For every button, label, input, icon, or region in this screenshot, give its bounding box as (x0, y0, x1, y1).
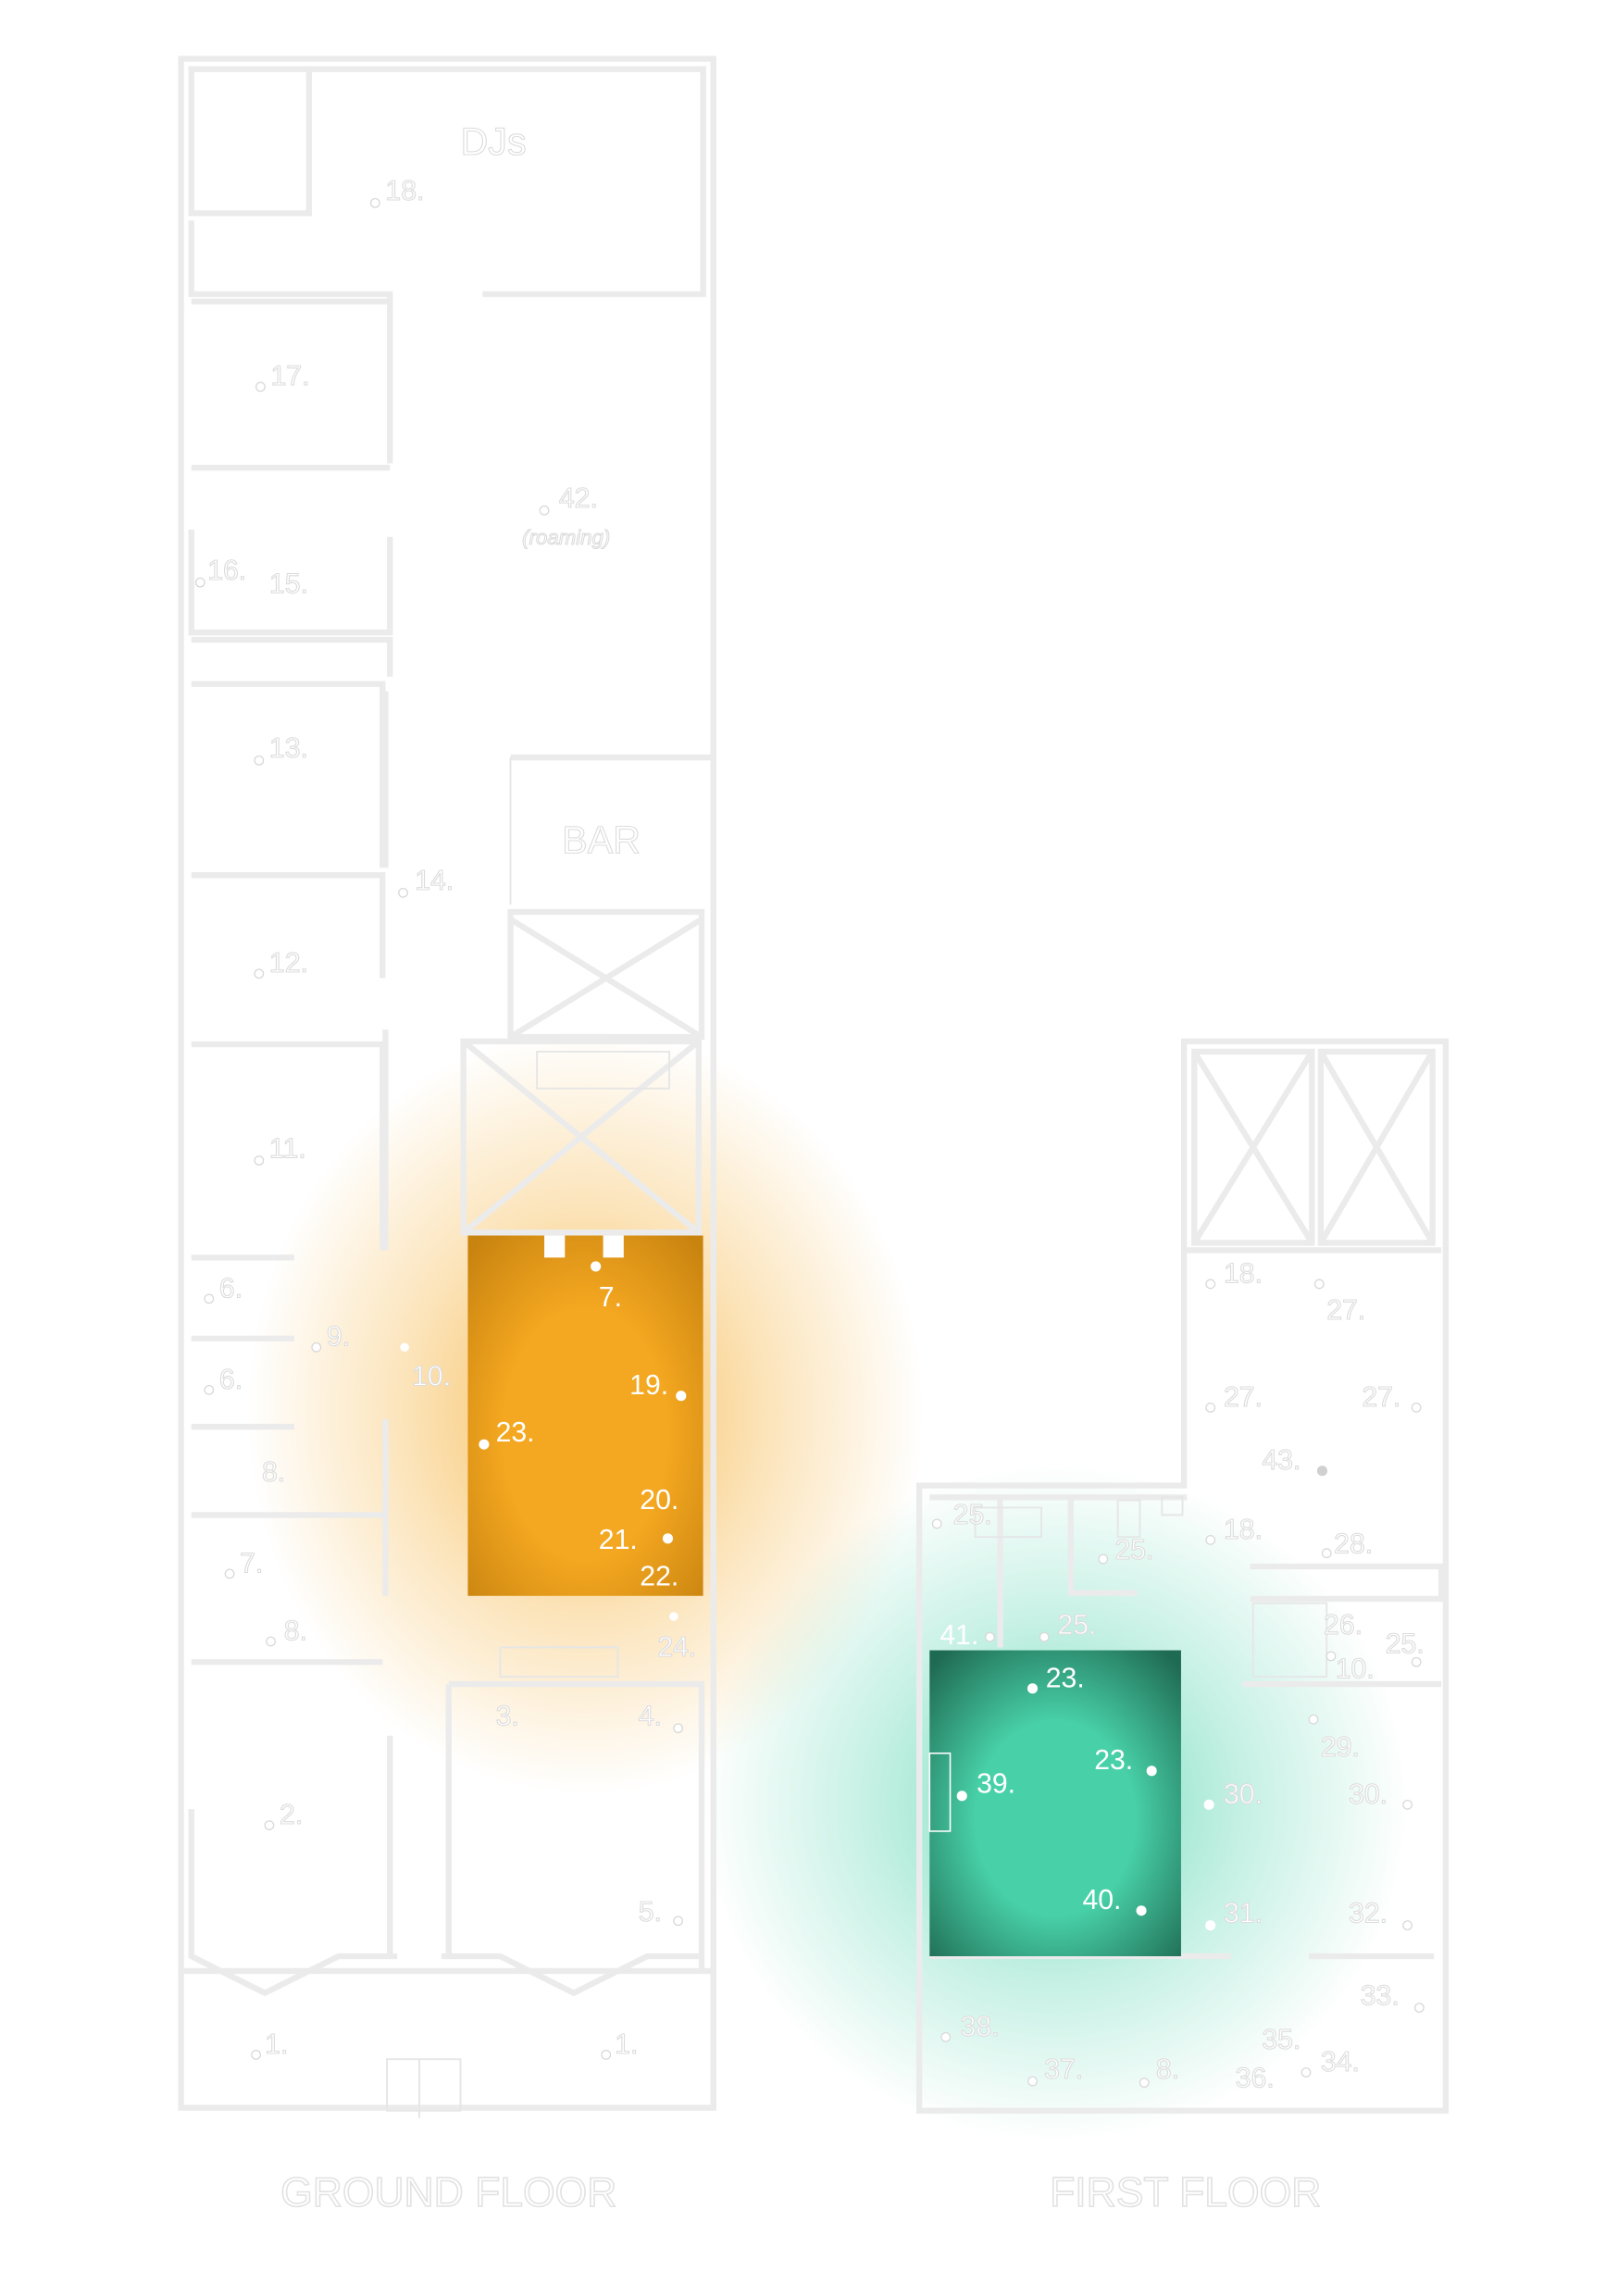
room-label: 5. (639, 1897, 662, 1928)
room-label: 18. (385, 176, 424, 206)
first-floor-labels: 18. 27. 27. 27. 43. 18. 28. 25. 25. 41. … (931, 1258, 1425, 2094)
room-label-bar: BAR (562, 818, 641, 861)
room-label: 8. (284, 1616, 307, 1646)
room-label: 40. (1083, 1885, 1122, 1915)
room-label: 10. (1336, 1654, 1375, 1685)
room-label: 22. (640, 1562, 678, 1592)
room-label: 39. (977, 1769, 1015, 1800)
room-label: 14. (415, 866, 454, 896)
room-label: 17. (271, 361, 310, 392)
room-label: 23. (496, 1417, 535, 1448)
room-label: 33. (1361, 1980, 1400, 2011)
room-label: 3. (496, 1702, 519, 1732)
room-label: 41. (940, 1620, 978, 1651)
room-label: 7. (240, 1548, 263, 1578)
room-label: 2. (280, 1800, 303, 1830)
room-label: 23. (1046, 1663, 1085, 1693)
room-label: 25. (1057, 1610, 1096, 1641)
room-label: 6. (219, 1273, 243, 1304)
room-label: 8. (1156, 2054, 1179, 2085)
room-label-djs: DJs (460, 120, 526, 163)
room-label: 30. (1224, 1779, 1263, 1810)
room-label: 18. (1224, 1258, 1263, 1289)
room-label: 29. (1321, 1732, 1360, 1763)
room-label: 19. (629, 1370, 668, 1401)
room-label: 10. (412, 1362, 451, 1392)
room-label: 25. (1114, 1535, 1153, 1566)
room-label: 25. (953, 1500, 992, 1530)
room-label: 30. (1349, 1779, 1388, 1810)
room-label: 1. (265, 2029, 288, 2060)
room-label: 8. (262, 1457, 285, 1488)
room-label: 36. (1236, 2063, 1275, 2093)
ground-floor-walls (178, 56, 716, 2118)
room-label: 38. (961, 2012, 1000, 2042)
room-label: 27. (1326, 1295, 1365, 1326)
first-floor-title: FIRST FLOOR (1050, 2170, 1321, 2215)
room-label: 1. (615, 2029, 638, 2060)
room-label: 35. (1262, 2025, 1301, 2055)
room-label: 7. (599, 1282, 622, 1313)
room-label: 27. (1362, 1382, 1400, 1413)
room-label: 13. (269, 733, 308, 764)
room-label: 43. (1262, 1445, 1301, 1476)
room-label: 26. (1324, 1610, 1363, 1641)
room-label: 25. (1386, 1629, 1425, 1660)
room-label: 31. (1224, 1898, 1263, 1928)
room-label: 18. (1224, 1515, 1263, 1545)
room-label: 15. (269, 568, 308, 599)
room-label: 32. (1349, 1898, 1388, 1928)
room-label: 42. (559, 483, 598, 514)
room-label: 12. (269, 948, 308, 979)
room-label: 20. (640, 1485, 678, 1516)
room-label: 37. (1044, 2054, 1083, 2085)
room-label: 11. (269, 1133, 306, 1164)
room-label: 34. (1321, 2047, 1360, 2078)
room-label: 27. (1224, 1382, 1263, 1413)
highlighted-room-first (928, 1650, 1181, 1957)
ground-floor-title: GROUND FLOOR (280, 2170, 616, 2215)
room-label: 28. (1334, 1529, 1373, 1560)
room-label: 6. (219, 1365, 243, 1395)
roaming-label: (roaming) (522, 526, 610, 549)
room-label: 9. (327, 1322, 350, 1353)
room-label: 21. (599, 1525, 638, 1555)
room-label: 16. (207, 555, 246, 586)
ground-floor-labels: DJs BAR (roaming) 18. 17. 42. 16. 15. 14… (194, 119, 697, 2060)
room-label: 24. (657, 1632, 696, 1663)
room-label: 23. (1094, 1745, 1133, 1776)
room-label: 4. (639, 1702, 662, 1732)
